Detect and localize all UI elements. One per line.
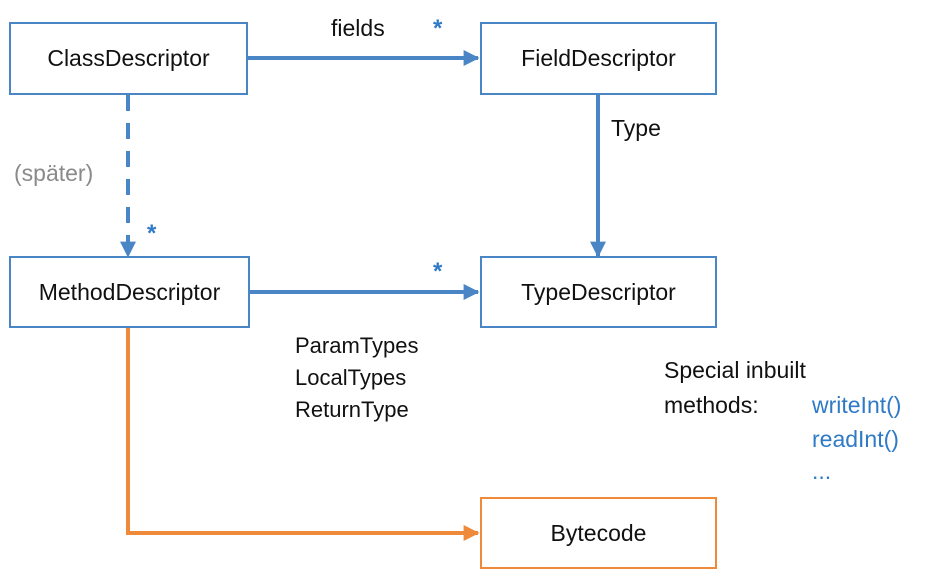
method-ellipsis: ... xyxy=(812,458,832,484)
local-types-label: LocalTypes xyxy=(295,365,407,390)
method-descriptor-label: MethodDescriptor xyxy=(38,278,221,305)
method-multiplicity-star: * xyxy=(147,220,157,247)
special-line2: methods: xyxy=(664,392,759,418)
special-line1: Special inbuilt xyxy=(664,357,806,383)
bytecode-box: Bytecode xyxy=(480,497,717,569)
method-types-list: ParamTypes LocalTypes ReturnType xyxy=(295,330,419,426)
spaeter-label: (später) xyxy=(14,160,94,186)
fields-multiplicity-star: * xyxy=(433,15,443,42)
type-descriptor-label: TypeDescriptor xyxy=(521,278,676,305)
type-label: Type xyxy=(611,115,661,141)
field-descriptor-label: FieldDescriptor xyxy=(521,45,676,71)
method-read-int: readInt() xyxy=(812,426,899,452)
type-multiplicity-star: * xyxy=(433,258,443,285)
fields-label: fields xyxy=(331,15,385,41)
method-descriptor-box: MethodDescriptor xyxy=(9,256,250,328)
return-type-label: ReturnType xyxy=(295,397,409,422)
param-types-label: ParamTypes xyxy=(295,333,419,358)
type-descriptor-box: TypeDescriptor xyxy=(480,256,717,328)
class-descriptor-label: ClassDescriptor xyxy=(47,45,210,71)
bytecode-label: Bytecode xyxy=(550,519,647,546)
method-write-int: writeInt() xyxy=(812,392,902,418)
class-descriptor-box: ClassDescriptor xyxy=(9,22,248,95)
field-descriptor-box: FieldDescriptor xyxy=(480,22,717,95)
edge-method-to-bytecode xyxy=(126,328,480,541)
